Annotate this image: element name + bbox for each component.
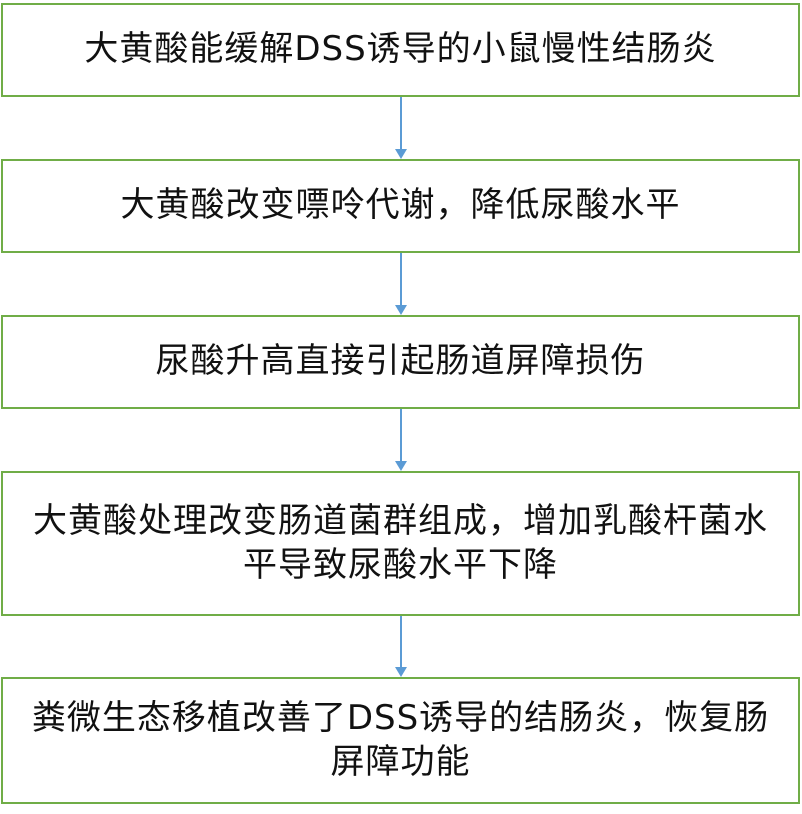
flow-step-4: 大黄酸处理改变肠道菌群组成，增加乳酸杆菌水平导致尿酸水平下降 bbox=[1, 471, 800, 616]
flow-step-4-text: 大黄酸处理改变肠道菌群组成，增加乳酸杆菌水平导致尿酸水平下降 bbox=[33, 501, 768, 585]
arrow-1 bbox=[395, 97, 407, 159]
flow-step-3: 尿酸升高直接引起肠道屏障损伤 bbox=[1, 315, 800, 409]
flow-step-2-text: 大黄酸改变嘌呤代谢，降低尿酸水平 bbox=[120, 185, 681, 226]
arrow-3 bbox=[395, 409, 407, 471]
flow-step-5: 粪微生态移植改善了DSS诱导的结肠炎，恢复肠屏障功能 bbox=[1, 677, 800, 804]
arrow-1-head bbox=[395, 149, 407, 159]
arrow-4-head bbox=[395, 667, 407, 677]
flow-step-3-text: 尿酸升高直接引起肠道屏障损伤 bbox=[155, 341, 646, 382]
flow-step-5-text: 粪微生态移植改善了DSS诱导的结肠炎，恢复肠屏障功能 bbox=[31, 698, 770, 782]
arrow-4 bbox=[395, 616, 407, 677]
flow-step-1: 大黄酸能缓解DSS诱导的小鼠慢性结肠炎 bbox=[1, 3, 800, 97]
flow-step-2: 大黄酸改变嘌呤代谢，降低尿酸水平 bbox=[1, 159, 800, 253]
flow-step-1-text: 大黄酸能缓解DSS诱导的小鼠慢性结肠炎 bbox=[84, 29, 717, 70]
arrow-2 bbox=[395, 253, 407, 315]
arrow-2-head bbox=[395, 305, 407, 315]
arrow-3-head bbox=[395, 461, 407, 471]
